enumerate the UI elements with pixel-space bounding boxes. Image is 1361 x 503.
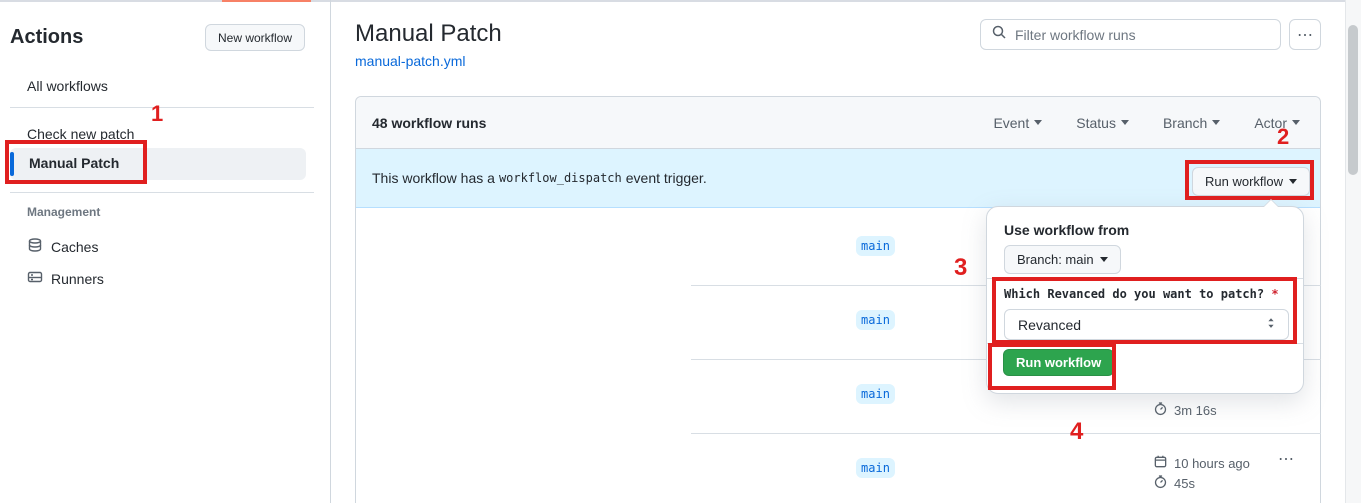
new-workflow-button[interactable]: New workflow <box>205 24 306 51</box>
filter-actor-dropdown[interactable]: Actor <box>1254 115 1300 131</box>
sidebar-item-caches-label: Caches <box>51 238 99 255</box>
workflow-input-label: Which Revanced do you want to patch? * <box>1004 287 1279 301</box>
runs-count: 48 workflow runs <box>372 114 487 131</box>
top-border <box>0 0 1345 2</box>
sidebar-item-runners-label: Runners <box>51 270 104 287</box>
branch-badge[interactable]: main <box>856 458 895 478</box>
filter-workflow-runs-box <box>980 19 1281 50</box>
filter-status-dropdown[interactable]: Status <box>1076 115 1129 131</box>
caret-down-icon <box>1099 257 1108 266</box>
kebab-icon: ⋯ <box>1297 26 1313 44</box>
management-section-header: Management <box>27 205 101 219</box>
caret-down-icon <box>1212 120 1221 129</box>
popup-title: Use workflow from <box>1004 222 1130 238</box>
sidebar-item-check-new-patch[interactable]: Check new patch <box>27 126 135 142</box>
branch-badge[interactable]: main <box>856 384 895 404</box>
runners-icon <box>27 269 43 288</box>
revanced-select[interactable]: Revanced <box>1004 309 1289 340</box>
sidebar-item-manual-patch[interactable] <box>10 148 306 180</box>
filter-actor-label: Actor <box>1254 114 1287 131</box>
banner-text-before: This workflow has a <box>372 170 495 186</box>
popup-divider <box>987 343 1303 344</box>
sidebar-item-caches[interactable]: Caches <box>27 237 98 256</box>
caret-down-icon <box>1289 179 1298 188</box>
filter-event-dropdown[interactable]: Event <box>993 114 1043 131</box>
kebab-icon: ⋯ <box>1278 451 1295 468</box>
filter-status-label: Status <box>1076 114 1116 131</box>
calendar-icon <box>1153 454 1168 472</box>
branch-badge[interactable]: main <box>856 236 895 256</box>
run-workflow-dropdown-button[interactable]: Run workflow <box>1192 167 1311 196</box>
sidebar-item-manual-patch-label: Manual Patch <box>29 155 120 171</box>
workflow-dispatch-banner: This workflow has a workflow_dispatch ev… <box>356 149 1320 208</box>
select-arrows-icon <box>1264 316 1278 333</box>
search-icon <box>991 24 1007 45</box>
sidebar-item-runners[interactable]: Runners <box>27 269 104 288</box>
runs-list-header: 48 workflow runs Event Status Branch Act… <box>356 97 1320 149</box>
runs-filters: Event Status Branch Actor <box>993 115 1300 131</box>
workflow-file-link[interactable]: manual-patch.yml <box>355 53 466 69</box>
run-time: 10 hours ago <box>1153 454 1250 472</box>
workflow-runs-panel: 48 workflow runs Event Status Branch Act… <box>355 96 1321 503</box>
run-workflow-popup: Use workflow from Branch: main Which Rev… <box>986 199 1304 394</box>
run-duration: 3m 16s <box>1153 401 1217 419</box>
scrollbar-thumb[interactable] <box>1348 25 1358 175</box>
run-workflow-submit-button[interactable]: Run workflow <box>1003 349 1115 376</box>
revanced-select-value: Revanced <box>1018 316 1082 333</box>
banner-code: workflow_dispatch <box>498 171 622 185</box>
page-title: Manual Patch <box>355 20 502 47</box>
sidebar-divider <box>10 192 314 193</box>
filter-workflow-runs-input[interactable] <box>1015 26 1272 43</box>
workflow-options-button[interactable]: ⋯ <box>1289 19 1321 50</box>
popup-divider <box>987 278 1303 279</box>
sidebar-item-all-workflows[interactable]: All workflows <box>27 78 108 94</box>
caret-down-icon <box>1034 120 1043 129</box>
run-duration-label: 45s <box>1174 475 1195 491</box>
stopwatch-icon <box>1153 401 1168 419</box>
branch-badge[interactable]: main <box>856 310 895 330</box>
run-duration: 45s <box>1153 474 1195 492</box>
sidebar-title: Actions <box>10 26 84 48</box>
run-row-options-button[interactable]: ⋯ <box>1278 449 1295 469</box>
sidebar-main-divider <box>330 0 331 503</box>
caret-down-icon <box>1292 120 1300 129</box>
caches-icon <box>27 237 43 256</box>
banner-text-after: event trigger. <box>625 170 707 186</box>
input-label-text: Which Revanced do you want to patch? <box>1004 287 1265 301</box>
actions-sidebar: Actions New workflow All workflows Check… <box>0 2 330 503</box>
branch-selector-label: Branch: main <box>1017 252 1094 267</box>
run-workflow-dropdown-label: Run workflow <box>1205 174 1284 189</box>
row-divider <box>691 433 1321 434</box>
selected-indicator-bar <box>10 152 14 176</box>
branch-selector-button[interactable]: Branch: main <box>1004 245 1121 274</box>
filter-event-label: Event <box>993 114 1030 131</box>
stopwatch-icon <box>1153 474 1168 492</box>
sidebar-divider <box>10 107 314 108</box>
required-asterisk: * <box>1271 287 1279 301</box>
filter-branch-dropdown[interactable]: Branch <box>1162 114 1221 131</box>
caret-down-icon <box>1120 120 1129 129</box>
run-duration-label: 3m 16s <box>1174 402 1217 418</box>
filter-branch-label: Branch <box>1162 114 1208 131</box>
run-time-label: 10 hours ago <box>1174 455 1250 471</box>
